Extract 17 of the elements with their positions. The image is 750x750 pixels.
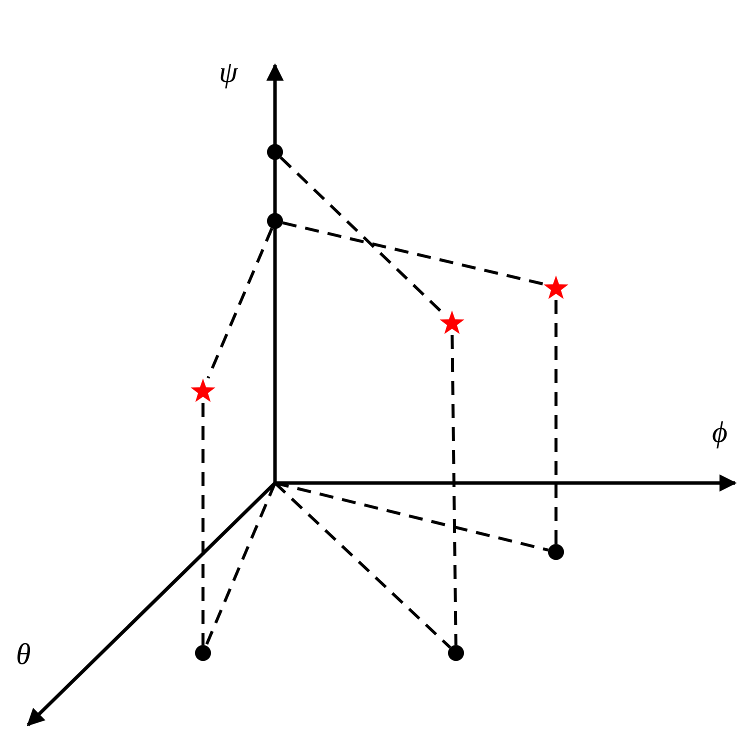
data-point-dot	[448, 645, 464, 661]
data-point-dot	[267, 213, 283, 229]
data-point-dot	[195, 645, 211, 661]
axis-label: ψ	[219, 58, 238, 88]
axis-label: θ	[16, 640, 31, 670]
dashed-line	[274, 482, 452, 649]
star-marker	[190, 377, 216, 403]
axis-label: ϕ	[712, 418, 728, 448]
dashed-line	[206, 228, 274, 379]
star-marker	[543, 274, 569, 300]
dashed-line	[554, 300, 558, 544]
star-marker	[439, 309, 465, 335]
dashed-line	[282, 221, 544, 286]
dashed-line	[280, 156, 444, 314]
data-point-dot	[548, 544, 564, 560]
dashed-line	[204, 482, 276, 646]
data-point-dot	[267, 144, 283, 160]
